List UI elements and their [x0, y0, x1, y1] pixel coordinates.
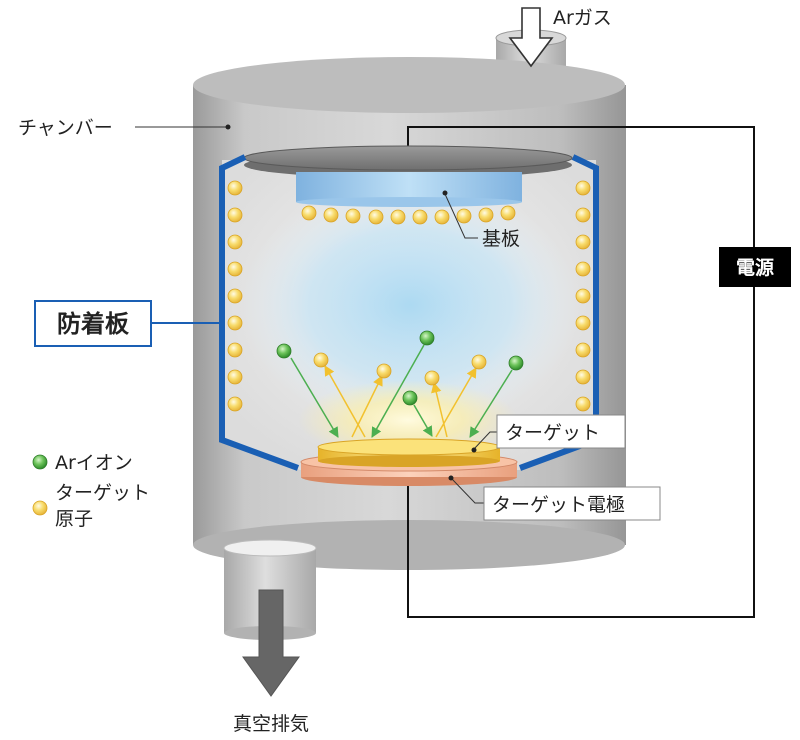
chamber-leader-dot [225, 124, 231, 130]
ar-ion [419, 330, 435, 346]
target-electrode-label: ターゲット電極 [492, 494, 625, 516]
shield-plate [219, 154, 599, 471]
substrate-holder [243, 145, 573, 178]
target-atom [376, 363, 392, 379]
target-label-box [496, 414, 626, 449]
deposited-atoms-right-shield [575, 180, 591, 412]
ar-ion [276, 343, 292, 359]
target-atom [424, 370, 440, 386]
target-atom [471, 354, 487, 370]
legend-ar-ion-label: Arイオン [55, 452, 133, 474]
target [317, 438, 501, 467]
legend-target-atom-label-line2: 原子 [55, 508, 93, 530]
target-electrode-leader-line [451, 478, 484, 504]
deposited-atoms-substrate [301, 205, 516, 225]
power-supply-label: 電源 [736, 256, 774, 279]
chamber-label: チャンバー [18, 117, 113, 139]
target-glow [298, 380, 518, 460]
target-electrode-label-box [483, 486, 661, 521]
target-atoms-flying [313, 352, 487, 386]
exhaust-down-arrow-icon [242, 589, 300, 697]
substrate-leader-line [444, 193, 478, 239]
substrate-label: 基板 [482, 228, 520, 250]
ar-ion [508, 355, 524, 371]
legend-ar-ion-icon [32, 454, 48, 470]
target-leader-dot [471, 447, 477, 453]
legend-target-atom-label-line1: ターゲット [55, 482, 150, 504]
trajectory-arrows [290, 344, 513, 438]
target-electrode-leader-dot [448, 475, 454, 481]
target-label: ターゲット [505, 422, 600, 444]
shield-plate-label: 防着板 [57, 310, 130, 338]
target-leader-line [473, 431, 497, 450]
legend: Arイオン ターゲット 原子 [32, 452, 150, 530]
deposited-atoms-left-shield [227, 180, 243, 412]
shield-plate-label-box [34, 300, 152, 347]
ar-ion [402, 390, 418, 406]
ar-gas-label: Arガス [553, 7, 612, 29]
substrate-leader-dot [442, 190, 448, 196]
power-supply-box [719, 247, 791, 287]
power-circuit [407, 126, 755, 618]
legend-target-atom-icon [32, 500, 48, 516]
target-atom [313, 352, 329, 368]
vacuum-exhaust-label: 真空排気 [233, 713, 309, 735]
substrate [296, 172, 522, 207]
ar-gas-down-arrow-icon [508, 7, 554, 68]
ar-ions [276, 330, 524, 406]
